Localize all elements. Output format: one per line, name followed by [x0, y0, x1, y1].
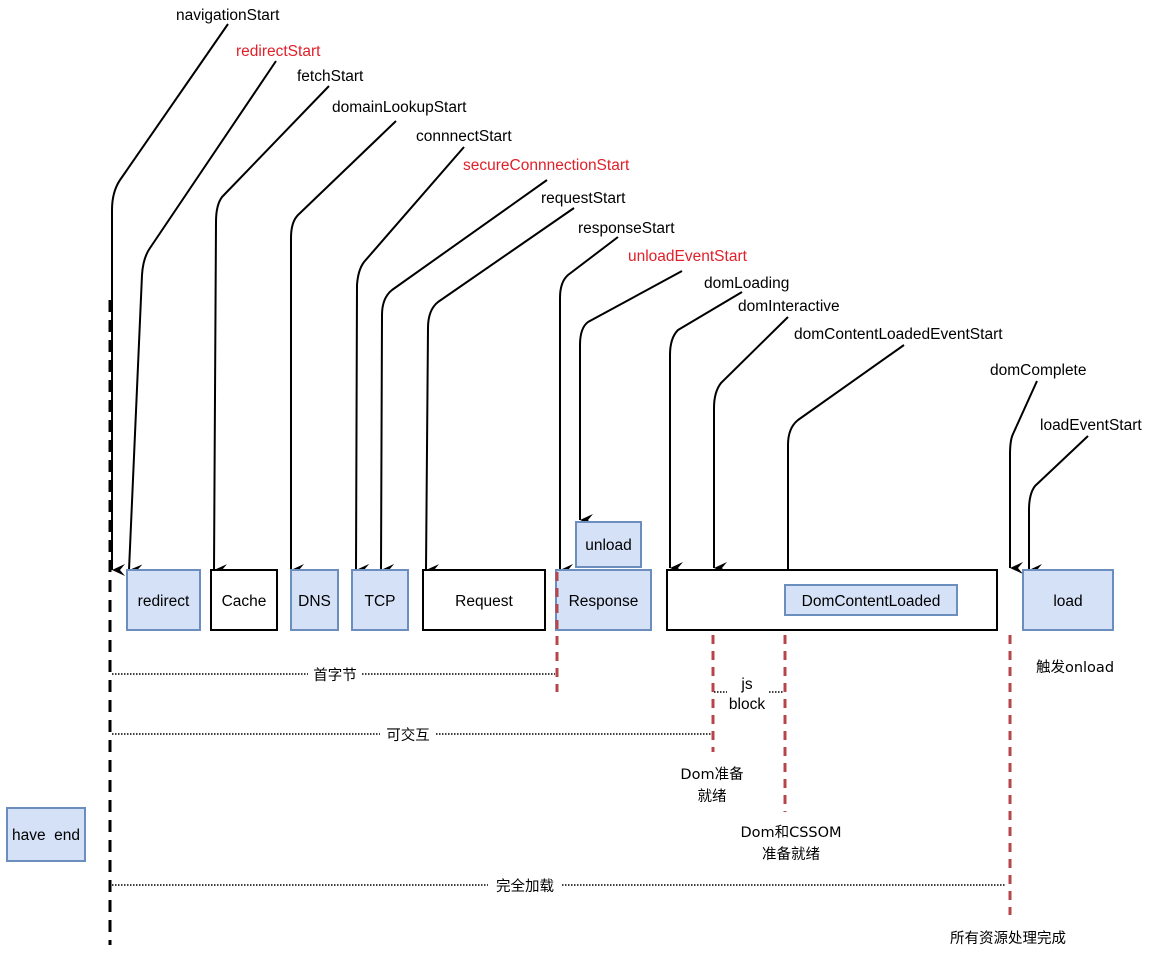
event-label-redirectStart: redirectStart — [236, 43, 321, 60]
span-label-interactive: 可交互 — [386, 726, 430, 744]
phase-label-tcp: TCP — [365, 593, 396, 610]
connector-domLoading — [669, 291, 743, 574]
phase-label-response: Response — [569, 593, 639, 610]
legend-have-end: have end — [6, 807, 86, 862]
connector-connectStart — [355, 146, 465, 577]
event-label-secureConnectionStart: secureConnnectionStart — [463, 157, 630, 174]
connector-fetchStart — [213, 85, 330, 577]
phase-box-dns: DNS — [290, 569, 339, 631]
annotation-dom-cssom-ready-line2: 准备就绪 — [762, 846, 820, 863]
phase-label-cache: Cache — [222, 593, 267, 610]
event-label-requestStart: requestStart — [541, 190, 626, 207]
event-label-unloadEventStart: unloadEventStart — [628, 248, 748, 265]
phase-box-request: Request — [422, 569, 546, 631]
phase-label-redirect: redirect — [138, 593, 190, 610]
connector-secureConnectionStart — [380, 179, 548, 577]
phase-box-unload: unload — [575, 521, 642, 568]
event-label-domContentLoadedEventStart: domContentLoadedEventStart — [794, 326, 1003, 343]
event-label-domainLookupStart: domainLookupStart — [332, 99, 467, 116]
event-label-domComplete: domComplete — [990, 362, 1087, 379]
phase-box-response: Response — [555, 569, 652, 631]
event-label-fetchStart: fetchStart — [297, 68, 364, 85]
span-label-full-load: 完全加载 — [496, 877, 554, 895]
legend-have-end-label: have end — [12, 827, 80, 844]
phase-label-unload: unload — [585, 537, 632, 554]
connector-unloadEventStart — [579, 270, 683, 526]
event-label-domLoading: domLoading — [704, 275, 789, 292]
annotation-all-resources-done: 所有资源处理完成 — [950, 930, 1066, 947]
event-label-loadEventStart: loadEventStart — [1040, 417, 1142, 434]
connector-domainLookupStart — [290, 120, 397, 576]
phase-label-load: load — [1053, 593, 1082, 610]
annotation-dom-ready-line1: Dom准备 — [680, 766, 744, 783]
annotation-dom-cssom-ready-line1: Dom和CSSOM — [740, 824, 841, 841]
connector-domContentLoadedEventStart — [787, 344, 905, 588]
span-label-js-block-line1: js — [740, 676, 752, 693]
annotation-trigger-onload: 触发onload — [1036, 659, 1114, 676]
annotation-dom-ready-line2: 就绪 — [698, 788, 727, 805]
phase-label-request: Request — [455, 593, 513, 610]
connector-domComplete — [1009, 380, 1038, 574]
phase-box-tcp: TCP — [351, 569, 409, 631]
event-label-domInteractive: domInteractive — [738, 298, 840, 315]
phase-box-cache: Cache — [210, 569, 278, 631]
phase-label-dns: DNS — [298, 593, 331, 610]
connector-responseStart — [559, 236, 619, 576]
event-label-responseStart: responseStart — [578, 220, 675, 237]
phase-box-domcontentloaded: DomContentLoaded — [784, 584, 958, 616]
connector-requestStart — [425, 207, 575, 577]
phase-label-domcontentloaded: DomContentLoaded — [802, 593, 941, 610]
connector-domInteractive — [713, 316, 789, 574]
event-label-navigationStart: navigationStart — [176, 7, 280, 24]
span-label-first-byte: 首字节 — [313, 667, 357, 684]
connector-navigationStart — [111, 23, 229, 576]
connector-redirectStart — [128, 60, 277, 577]
connector-loadEventStart — [1028, 435, 1089, 576]
phase-box-load: load — [1022, 569, 1114, 631]
phase-box-redirect: redirect — [126, 569, 201, 631]
event-label-connectStart: connnectStart — [416, 128, 512, 145]
span-label-js-block-line2: block — [729, 696, 765, 713]
